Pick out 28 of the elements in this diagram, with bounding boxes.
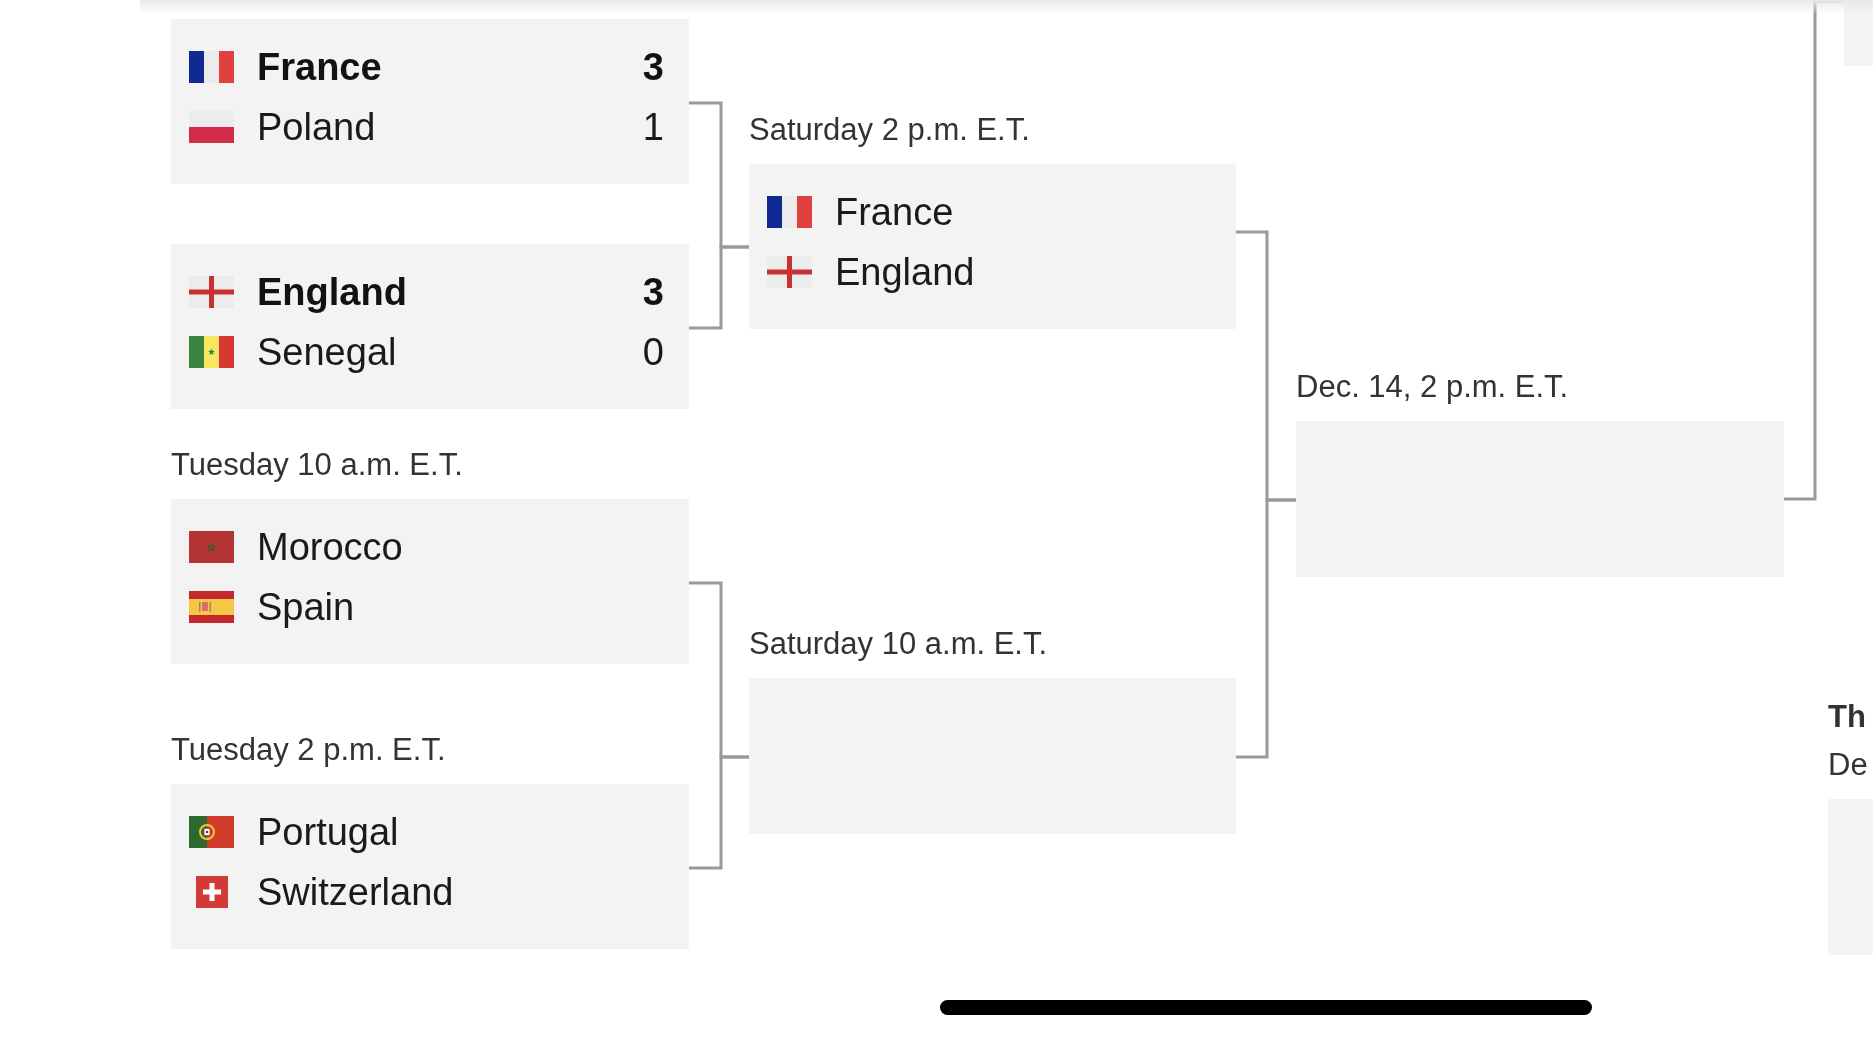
- match-time-label: De: [1828, 746, 1869, 784]
- match-time-label: Tuesday 10 a.m. E.T.: [171, 446, 464, 484]
- team-name: Switzerland: [257, 870, 454, 914]
- team-score: 3: [642, 45, 664, 89]
- match-time-label: Saturday 2 p.m. E.T.: [749, 111, 1031, 149]
- match-time-label: Saturday 10 a.m. E.T.: [749, 625, 1049, 663]
- team-name: France: [257, 45, 382, 89]
- team-name: Spain: [257, 585, 355, 629]
- team-name: Portugal: [257, 810, 399, 854]
- bracket-line: [1236, 498, 1296, 759]
- match-time-label: Dec. 14, 2 p.m. E.T.: [1296, 368, 1570, 406]
- team-score: 1: [642, 105, 664, 149]
- home-indicator: [940, 1000, 1592, 1015]
- bracket-line: [1784, 0, 1844, 501]
- match-time-label: Tuesday 2 p.m. E.T.: [171, 731, 447, 769]
- team-name: England: [257, 270, 407, 314]
- team-score: 3: [642, 270, 664, 314]
- team-name: Morocco: [257, 525, 403, 569]
- bracket-line: [689, 245, 749, 330]
- team-score: 0: [642, 330, 664, 374]
- match-card: [171, 19, 689, 184]
- team-name: Senegal: [257, 330, 397, 374]
- team-name: France: [835, 190, 954, 234]
- bracket-line: [689, 755, 749, 870]
- team-name: England: [835, 250, 975, 294]
- team-name: Poland: [257, 105, 376, 149]
- match-card: [171, 244, 689, 409]
- round-heading: Th: [1828, 698, 1867, 736]
